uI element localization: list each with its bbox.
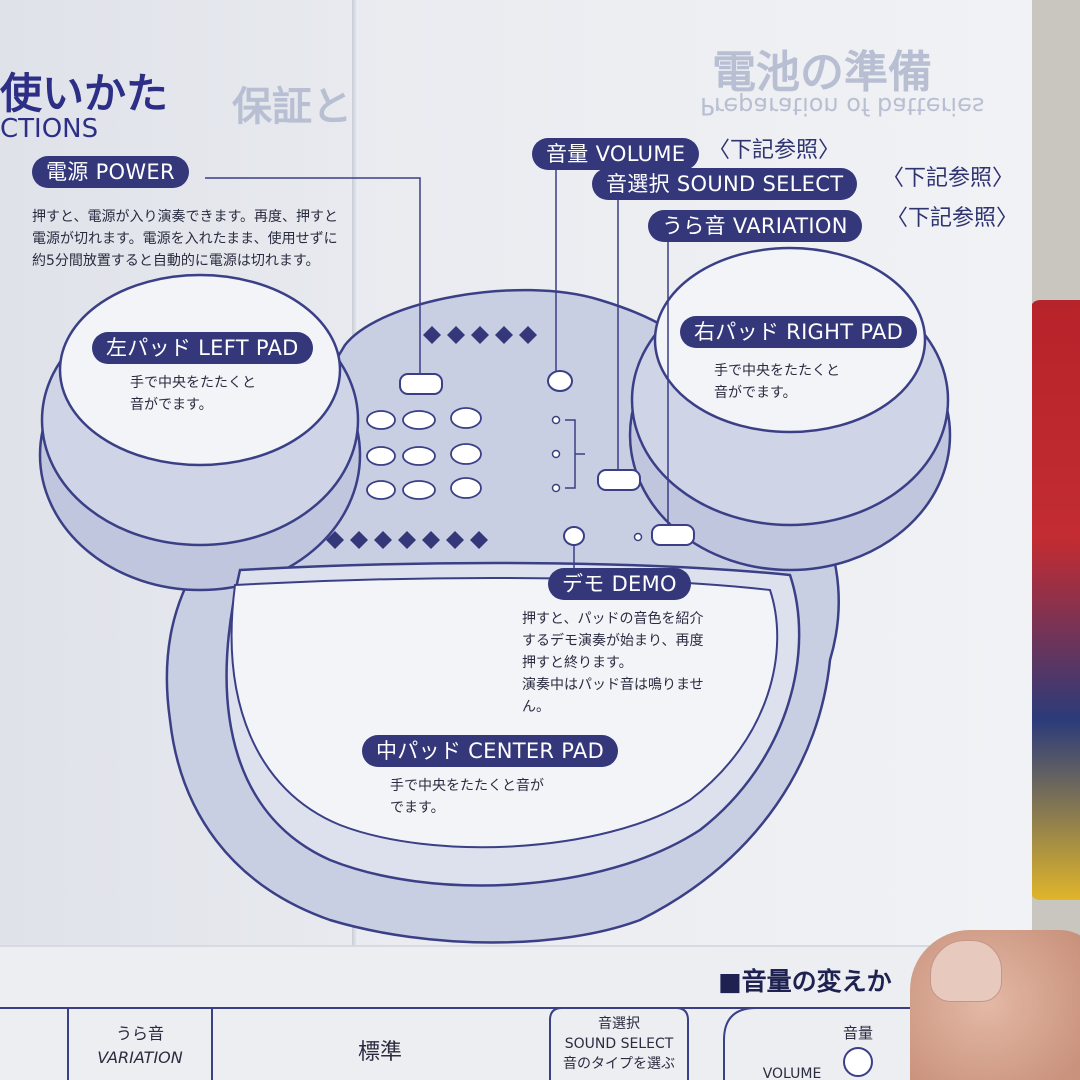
left-pad-description: 手で中央をたたくと 音がでます。 bbox=[130, 375, 256, 413]
faint-title-left: 保証と bbox=[232, 84, 352, 130]
volume-knob bbox=[547, 370, 573, 392]
volume-label: 音量 VOLUME bbox=[532, 138, 700, 170]
variation-label: うら音 VARIATION bbox=[648, 210, 862, 242]
volume-knob-icon bbox=[843, 1047, 873, 1077]
toy-background bbox=[1030, 300, 1080, 900]
left-pad-label: 左パッド LEFT PAD bbox=[92, 332, 313, 364]
sound-select-ref-note: 〈下記参照〉 bbox=[882, 166, 1015, 191]
sound-select-button bbox=[597, 469, 641, 491]
demo-label: デモ DEMO bbox=[548, 568, 691, 600]
page-title: 使いかた bbox=[0, 69, 169, 118]
leader-lines bbox=[205, 170, 669, 570]
left-pad-top bbox=[58, 273, 342, 467]
variation-ref-note: 〈下記参照〉 bbox=[886, 206, 1019, 231]
right-pad-label: 右パッド RIGHT PAD bbox=[680, 316, 918, 348]
sound-select-label: 音選択 SOUND SELECT bbox=[592, 168, 858, 200]
center-pad-label: 中パッド CENTER PAD bbox=[362, 735, 619, 767]
standard-cell: 標準 bbox=[357, 1040, 402, 1065]
right-pad-description: 手で中央をたたくと 音がでます。 bbox=[714, 363, 840, 401]
demo-description: 押すと、パッドの音色を紹介 するデモ演奏が始まり、再度 押すと終ります。 演奏中… bbox=[522, 611, 704, 715]
bottom-section-title: ■音量の変えか bbox=[718, 967, 892, 996]
pad-sound-icon bbox=[366, 407, 482, 500]
thumbnail bbox=[930, 940, 1002, 1002]
page-subtitle: CTIONS bbox=[0, 114, 99, 144]
bottom-table-frame bbox=[0, 1007, 980, 1080]
variation-cell: うら音 VARIATION bbox=[97, 1024, 183, 1067]
faint-title-right: 電池の準備 bbox=[712, 47, 932, 98]
sound-select-cell: 音選択 SOUND SELECT 音のタイプを選ぶ bbox=[563, 1016, 675, 1072]
demo-button bbox=[563, 526, 585, 546]
diamond-row-top bbox=[423, 326, 537, 344]
volume-cell-jp: 音量 bbox=[842, 1024, 873, 1042]
diamond-row-middle bbox=[326, 531, 488, 549]
variation-button bbox=[651, 524, 695, 546]
power-label: 電源 POWER bbox=[32, 156, 189, 188]
center-pad-description: 手で中央をたたくと音が でます。 bbox=[390, 778, 544, 816]
power-description: 押すと、電源が入り演奏できます。再度、押すと 電源が切れます。電源を入れたまま、… bbox=[32, 209, 339, 269]
volume-cell-en: VOLUME bbox=[762, 1066, 822, 1080]
volume-ref-note: 〈下記参照〉 bbox=[708, 138, 841, 163]
power-button bbox=[399, 373, 443, 395]
